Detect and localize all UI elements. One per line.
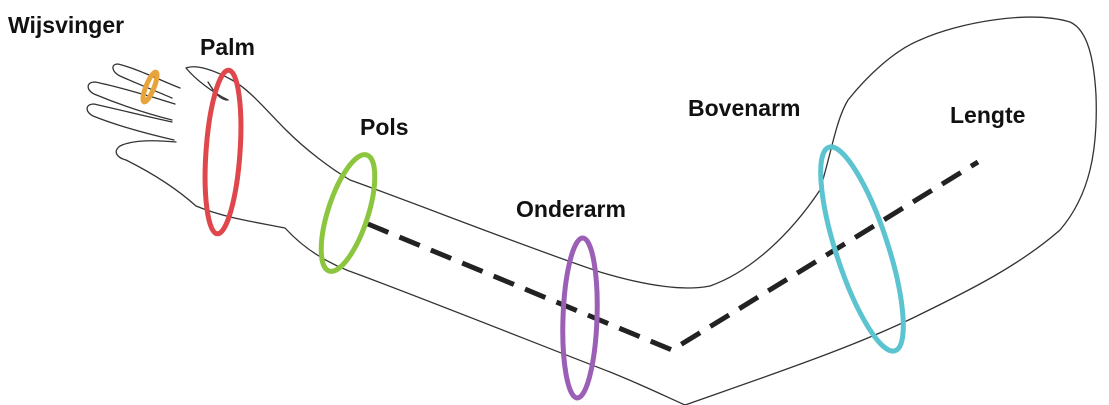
thumb-fold [207,81,229,101]
arm-upper-contour [185,16,1097,405]
index-finger-ring [140,69,160,105]
length-label: Lengte [950,102,1026,128]
length-dashed-line [367,159,980,353]
upper-arm-ring [818,144,906,354]
upper-arm-label: Bovenarm [688,95,801,121]
forearm-label: Onderarm [516,196,626,222]
wrist-label: Pols [360,114,409,140]
palm-label: Palm [200,34,255,60]
wrist-ring [318,152,378,274]
middle-finger-outline [87,81,176,121]
index-finger-label: Wijsvinger [8,12,125,38]
ring-finger-outline [86,103,175,141]
palm-ring [202,67,244,237]
arm-lower-contour [115,140,686,405]
forearm-ring [560,235,600,401]
